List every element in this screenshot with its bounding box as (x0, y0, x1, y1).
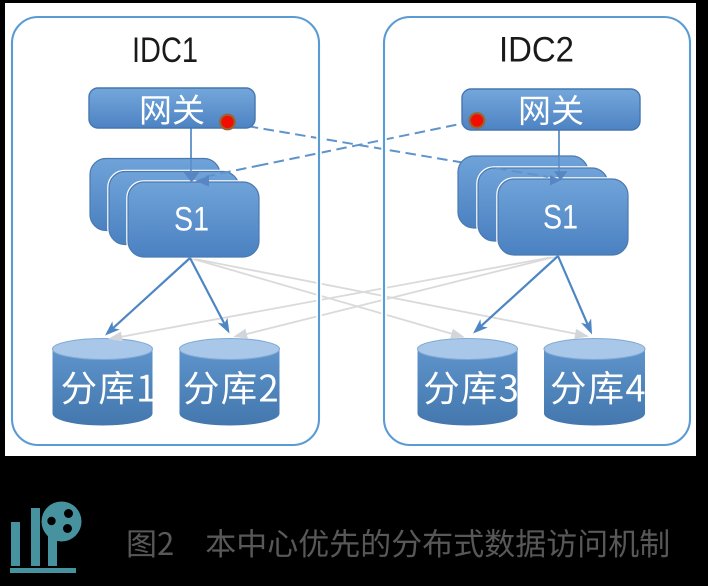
svg-text:IDC2: IDC2 (499, 31, 574, 70)
svg-text:S1: S1 (174, 201, 209, 239)
svg-text:IDC1: IDC1 (132, 31, 198, 70)
svg-text:S1: S1 (543, 199, 578, 237)
